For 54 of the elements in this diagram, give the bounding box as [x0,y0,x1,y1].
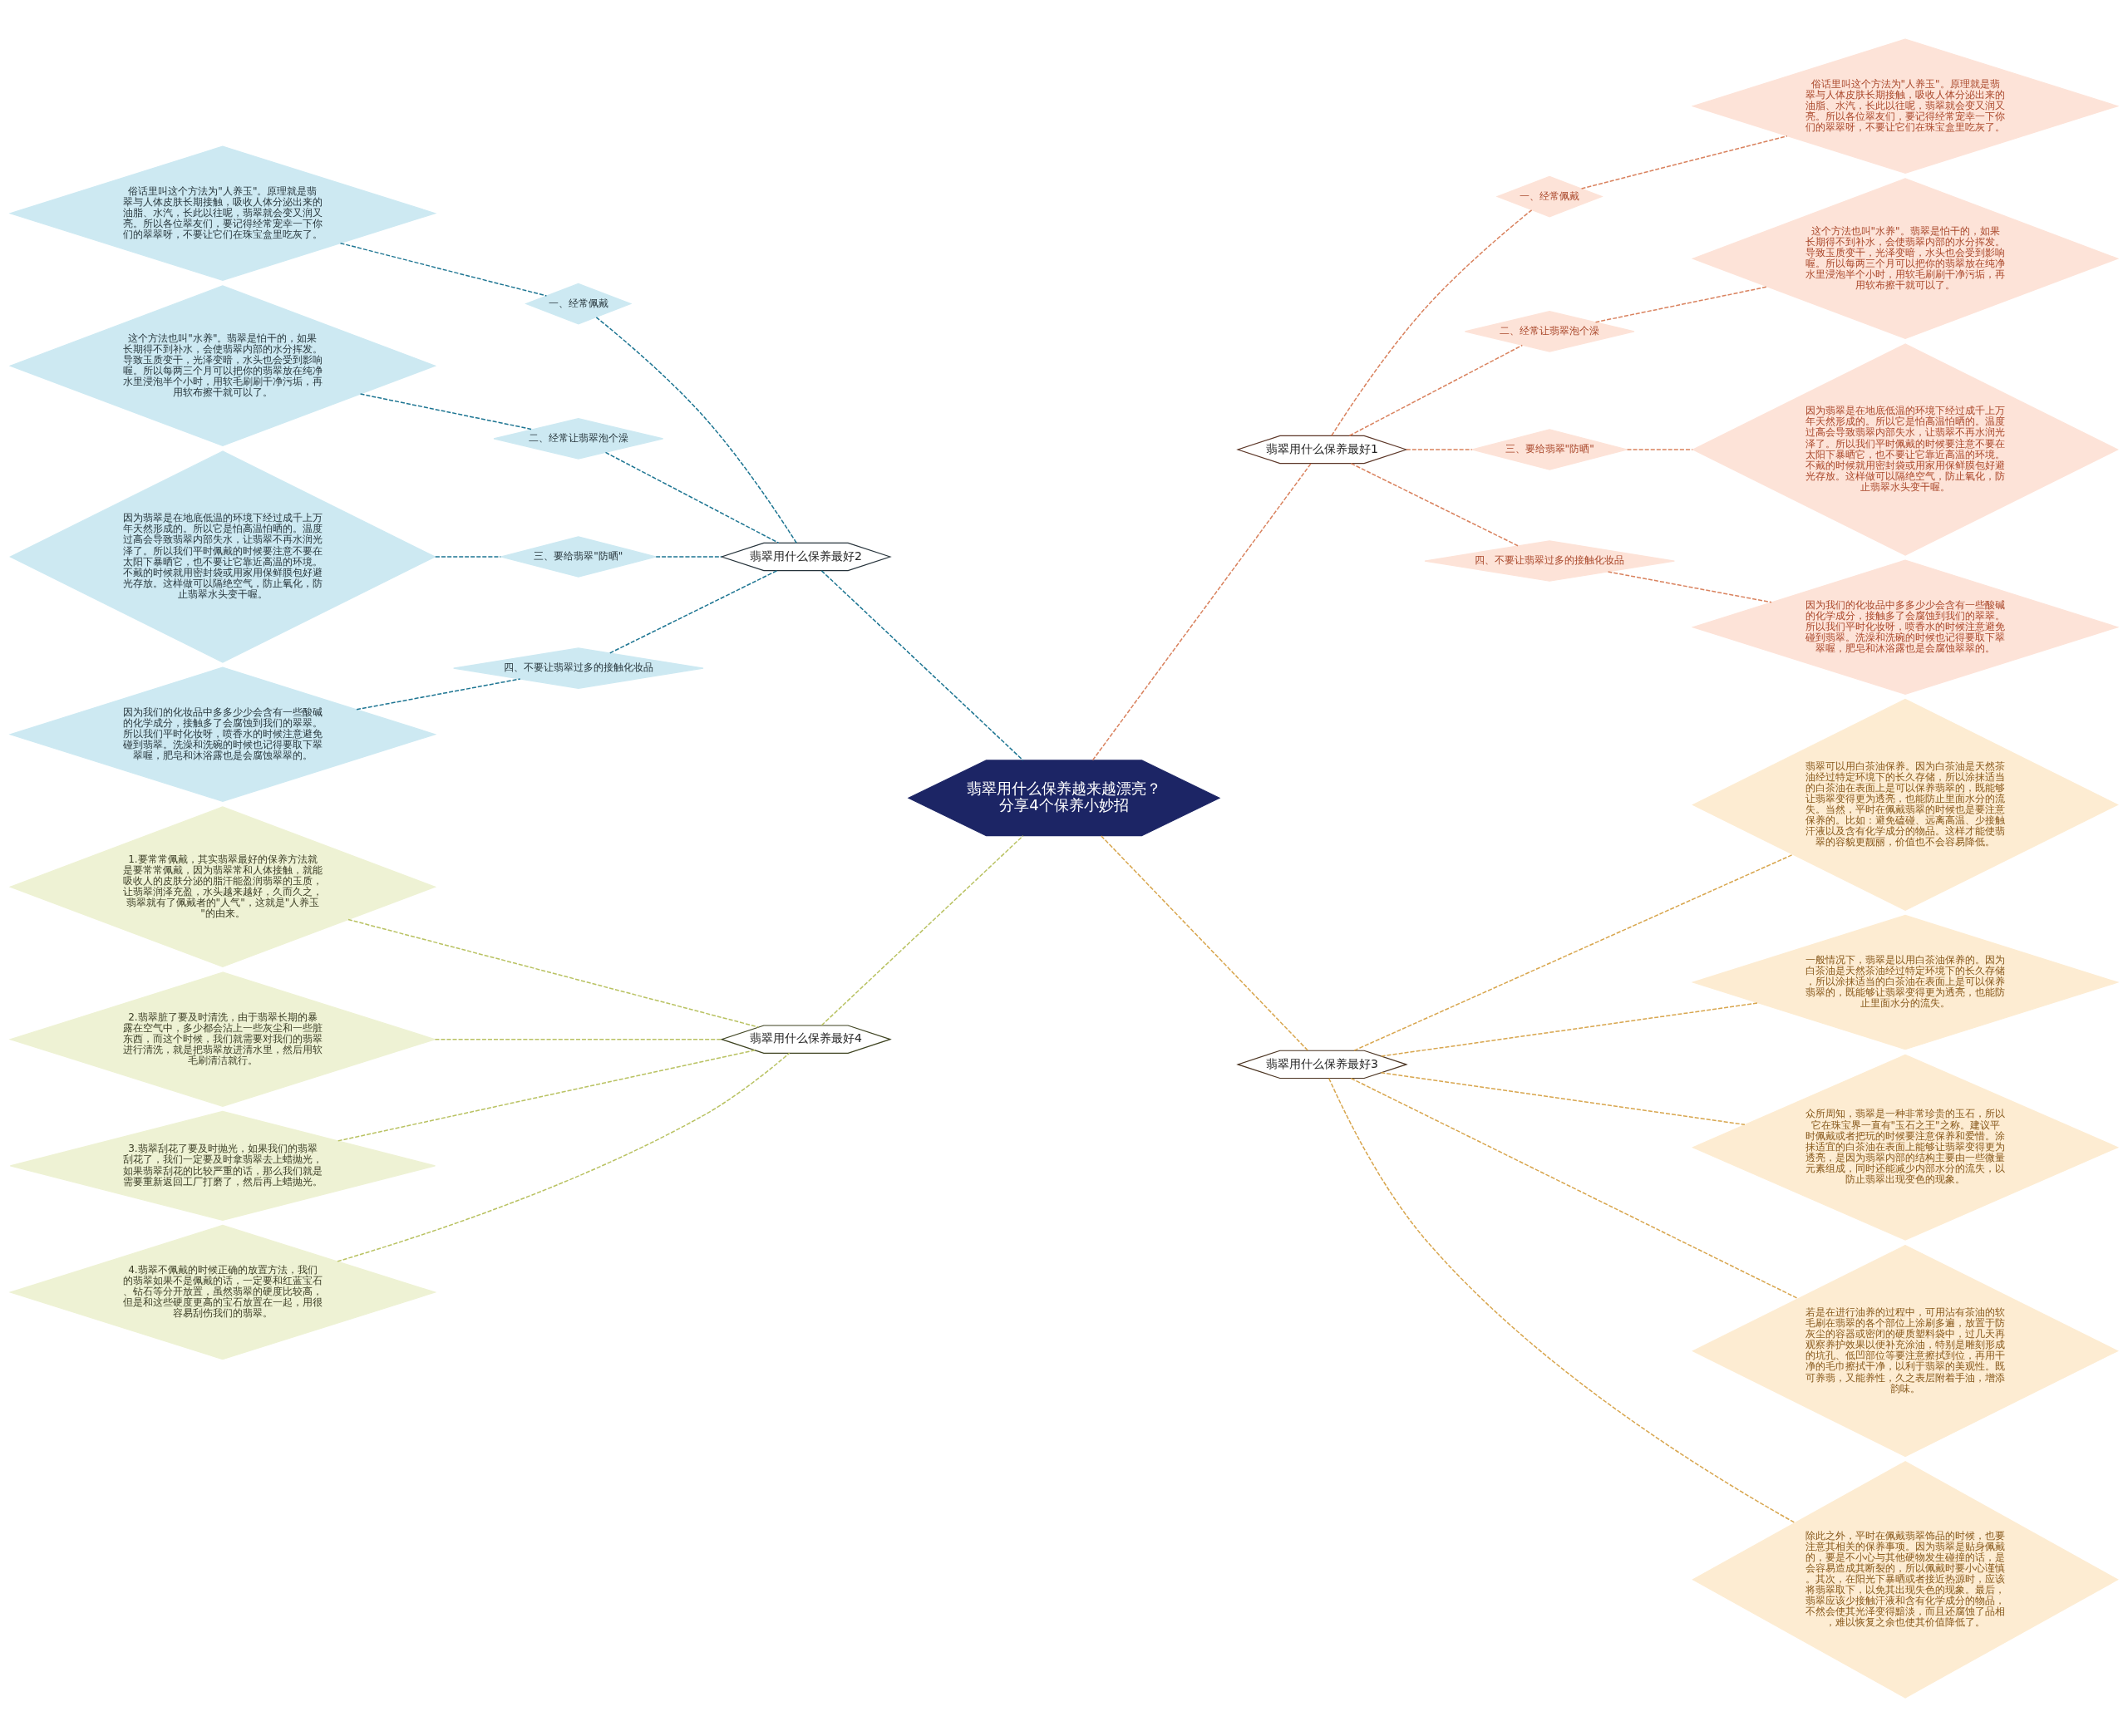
node-diamond: 俗话里叫这个方法为"人养玉"。原理就是翡翠与人体皮肤长期接触，吸收人体分泌出来的油脂、水汽，长此以往呢，翡翠就会变又润又亮。所以各位翠友们，要记得经常宠幸一下你们的翠翠呀，不要让它们在珠宝盒里吃灰了。 [8,145,437,281]
connector [435,555,502,558]
connector [1350,462,1519,547]
connector [356,677,521,711]
node-diamond: 二、经常让翡翠泡个澡 [493,417,664,460]
node-diamond: 四、不要让翡翠过多的接触化妆品 [1424,539,1675,582]
connector [1406,448,1473,450]
connector [604,451,780,543]
node-diamond: 1.要常常佩戴，其实翡翠最好的保养方法就是要常常佩戴，因为翡翠常和人体接触，就能吸收人的皮肤分泌的脂汗能盈润翡翠的玉质，让翡翠润泽充盈，水头越来越好，久而久之，翡翠就有了佩戴者的"人气"，这就是"人养玉"的由来。 [8,805,437,967]
connector [1580,135,1788,189]
connector [655,555,722,558]
connector [347,918,760,1028]
node-diamond: 这个方法也叫"水养"。翡翠是怕干的，如果长期得不到补水，会使翡翠内部的水分挥发。导致玉质变干，光泽变暗，水头也会受到影响喔。所以每两三个月可以把你的翡翠放在纯净水里浸泡半个小时，用软毛刷刷干净污垢，再用软布擦干就可以了。 [1691,177,2120,339]
connector [1607,570,1772,602]
connector [595,316,797,543]
node-diamond: 一、经常佩戴 [525,283,633,324]
node-diamond: 因为我们的化妆品中多多少少会含有一些酸碱的化学成分，接触多了会腐蚀到我们的翠翠。所以我们平时化妆呀，喷香水的时候注意避免碰到翡翠。洗澡和洗碗的时候也记得要取下翠翠喔，肥皂和沐浴露也是会腐蚀翠翠的。 [1691,558,2120,695]
connector [820,834,1024,1026]
node-diamond: 2.翡翠脏了要及时清洗，由于翡翠长期的暴露在空气中，多少都会沾上一些灰尘和一些脏东西，而这个时候，我们就需要对我们的翡翠进行清洗，就是把翡翠放进清水里，然后用软毛刷清洁就行。 [8,971,437,1107]
node-diamond: 俗话里叫这个方法为"人养玉"。原理就是翡翠与人体皮肤长期接触，吸收人体分泌出来的油脂、水汽，长此以往呢，翡翠就会变又润又亮。所以各位翠友们，要记得经常宠幸一下你们的翠翠呀，不要让它们在珠宝盒里吃灰了。 [1691,37,2120,174]
connector [1101,834,1309,1051]
connector [337,1052,791,1262]
connector [339,242,548,297]
connector [337,1049,756,1142]
connector [820,569,1024,761]
node-diamond: 众所周知，翡翠是一种非常珍贵的玉石，所以它在珠宝界一直有"玉石之王"之称。建议平时佩戴或者把玩的时候要注意保养和爱惜。涂抹适宜的白茶油在表面上能够让翡翠变得更为透亮，是因为翡翠内部的结构主要由一些微量元素组成，同时还能减少内部水分的流失，以防止翡翠出现变色的现象。 [1692,1054,2120,1241]
node-diamond: 除此之外，平时在佩戴翡翠饰品的时候，也要注意其相关的保养事项。因为翡翠是贴身佩戴的，要是不小心与其他硬物发生碰撞的话，是会容易造成其断裂的，所以佩戴时要小心谨慎。其次，在阳光下暴晒或者接近热源时，应该将翡翠取下，以免其出现失色的现象。最后，翡翠应该少接触汗液和含有化学成分的物品，不然会使其光泽变得黯淡，而且还腐蚀了品相，难以恢复之余也使其价值降低了。 [1692,1460,2119,1699]
connector [1380,1071,1746,1125]
node-diamond: 若是在进行油养的过程中，可用沾有茶油的软毛刷在翡翠的各个部位上涂刷多遍，放置于防灰尘的容器或密闭的硬质塑料袋中，过几天再观察养护效果以便补充涂油，特别是雕刻形成的坑孔、低凹部位等要注意擦拭到位，再用干净的毛巾擦拭干净，以利于翡翠的美观性。既可养翡，又能养性，久之表层附着手油，增添韵味。 [1692,1244,2119,1457]
connector [609,569,778,654]
node-diamond: 这个方法也叫"水养"。翡翠是怕干的，如果长期得不到补水，会使翡翠内部的水分挥发。导致玉质变干，光泽变暗，水头也会受到影响喔。所以每两三个月可以把你的翡翠放在纯净水里浸泡半个小时，用软毛刷刷干净污垢，再用软布擦干就可以了。 [8,284,437,446]
connector [359,392,534,430]
connector [1626,448,1693,450]
node-diamond: 因为我们的化妆品中多多少少会含有一些酸碱的化学成分，接触多了会腐蚀到我们的翠翠。所以我们平时化妆呀，喷香水的时候注意避免碰到翡翠。洗澡和洗碗的时候也记得要取下翠翠喔，肥皂和沐浴露也是会腐蚀翠翠的。 [8,666,437,802]
node-diamond: 三、要给翡翠"防晒" [499,535,658,578]
connector [1350,1077,1799,1299]
node-diamond: 翡翠可以用白茶油保养。因为白茶油是天然茶油经过特定环境下的长久存储，所以涂抹适当的白茶油在表面上是可以保养翡翠的，既能够让翡翠变得更为透亮，也能防止里面水分的流失。当然，平时在佩戴翡翠的时候也是要注意保养的。比如：避免磕碰、远离高温、少接触汗液以及含有化学成分的物品。这样才能使翡翠的容貌更靓丽，价值也不会容易降低。 [1692,698,2119,911]
node-diamond: 因为翡翠是在地底低温的环境下经过成千上万年天然形成的。所以它是怕高温怕晒的。温度过高会导致翡翠内部失水，让翡翠不再水润光泽了。所以我们平时佩戴的时候要注意不要在太阳下暴晒它，也不要让它靠近高温的环境。不戴的时候就用密封袋或用家用保鲜膜包好避光存放。这样做可以隔绝空气，防止氧化，防止翡翠水头变干喔。 [9,450,436,663]
node-diamond: 一、经常佩戴 [1495,175,1603,217]
connector [434,1038,722,1040]
node-diamond: 二、经常让翡翠泡个澡 [1464,310,1635,352]
connector [1091,462,1312,760]
connector [1331,209,1533,436]
node-diamond: 四、不要让翡翠过多的接触化妆品 [453,647,704,689]
node-diamond: 4.翡翠不佩戴的时候正确的放置方法，我们的翡翠如果不是佩戴的话，一定要和红蓝宝石、钻石等分开放置，虽然翡翠的硬度比较高，但是和这些硬度更高的宝石放置在一起，用很容易刮伤我们的翡翠。 [8,1224,437,1360]
connector [1348,344,1524,436]
connector [1353,853,1794,1051]
connector [1381,1001,1759,1057]
node-diamond: 一般情况下，翡翠是以用白茶油保养的。因为白茶油是天然茶油经过特定环境下的长久存储，所以涂抹适当的白茶油在表面上是可以保养翡翠的，既能够让翡翠变得更为透亮，也能防止里面水分的流失。 [1691,914,2120,1050]
connector [1594,285,1769,322]
connector [1328,1077,1796,1523]
node-diamond: 3.翡翠刮花了要及时抛光，如果我们的翡翠刮花了，我们一定要及时拿翡翠去上蜡抛光，如果翡翠刮花的比较严重的话，那么我们就是需要重新返回工厂打磨了，然后再上蜡抛光。 [9,1110,436,1221]
node-diamond: 因为翡翠是在地底低温的环境下经过成千上万年天然形成的。所以它是怕高温怕晒的。温度过高会导致翡翠内部失水，让翡翠不再水润光泽了。所以我们平时佩戴的时候要注意不要在太阳下暴晒它，也不要让它靠近高温的环境。不戴的时候就用密封袋或用家用保鲜膜包好避光存放。这样做可以隔绝空气，防止氧化，防止翡翠水头变干喔。 [1692,342,2119,556]
node-diamond: 三、要给翡翠"防晒" [1470,428,1629,470]
